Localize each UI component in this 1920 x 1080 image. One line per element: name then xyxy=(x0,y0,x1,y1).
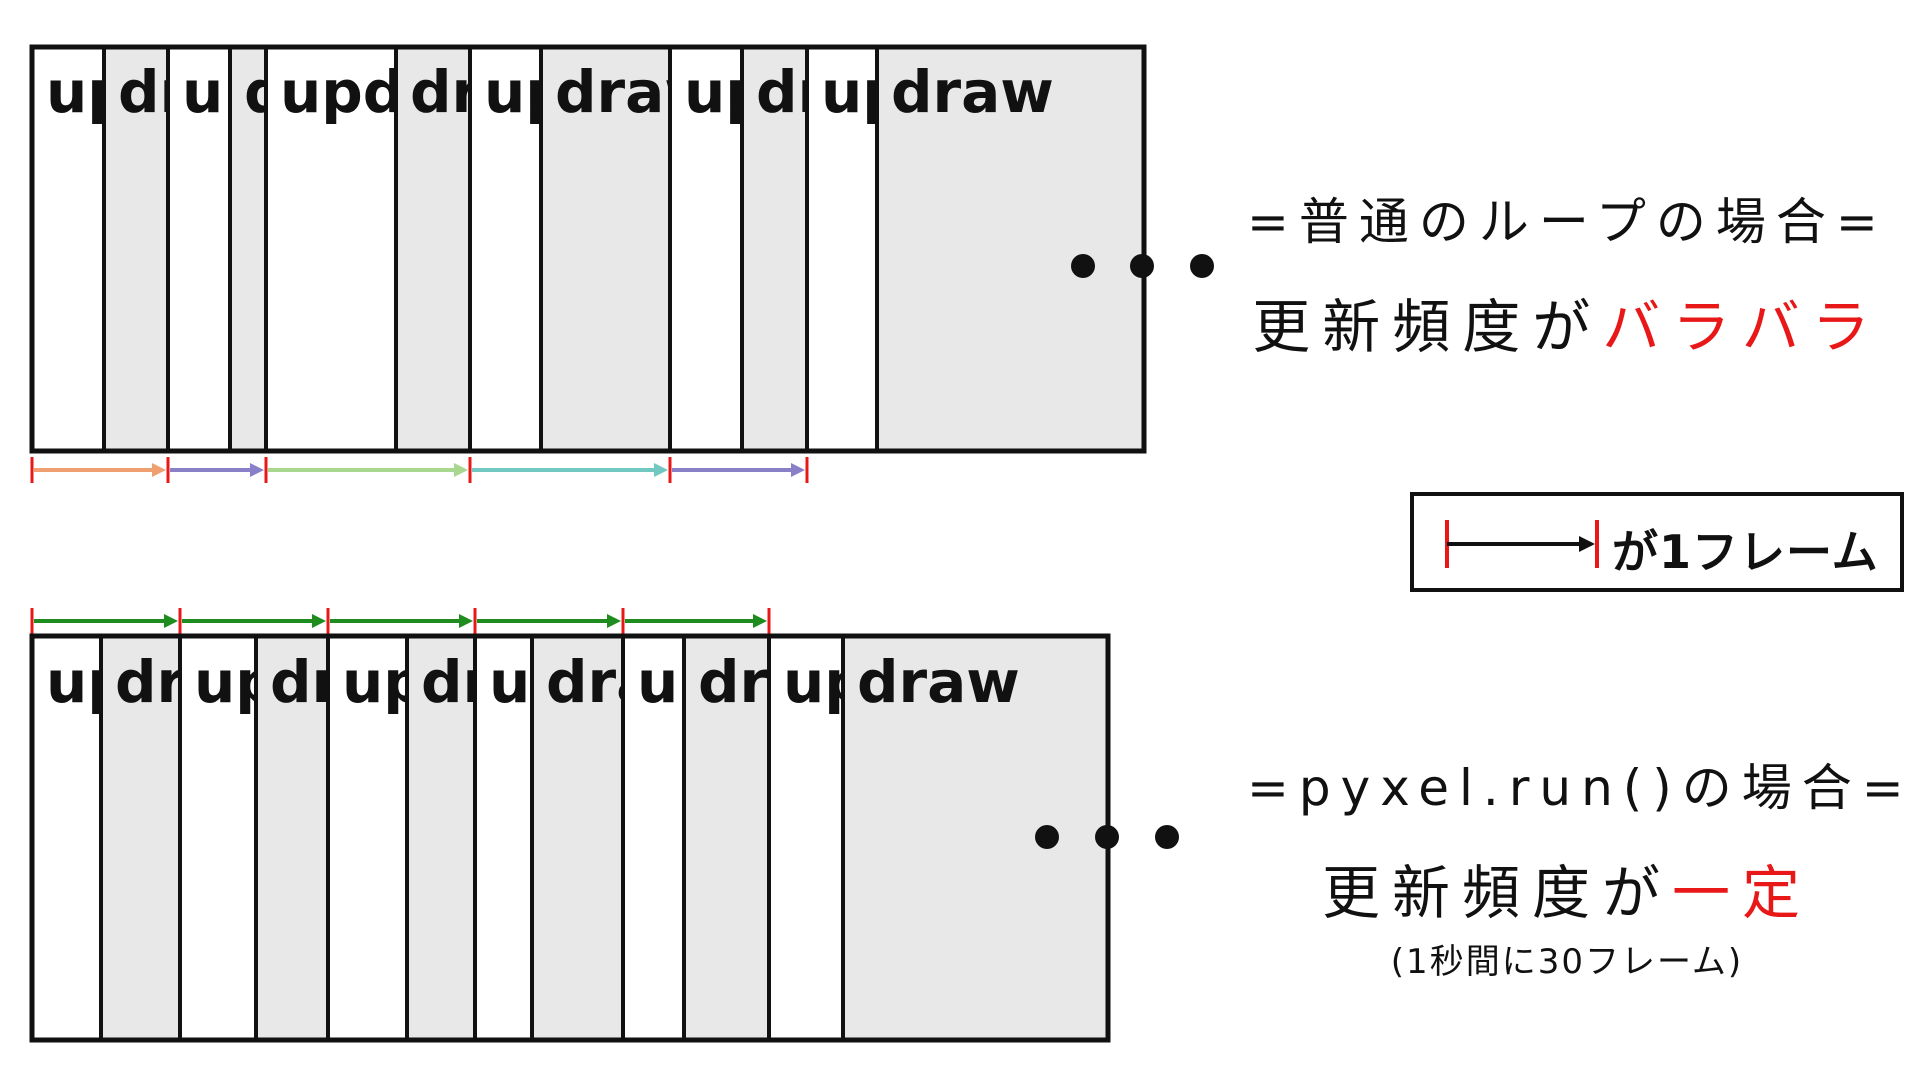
frame-arrow xyxy=(34,614,178,628)
ellipsis-dot xyxy=(1155,825,1179,849)
frame-arrow xyxy=(472,463,668,477)
ellipsis-dot xyxy=(1190,254,1214,278)
frame-arrow xyxy=(268,463,468,477)
draw-block: draw xyxy=(841,636,1108,1040)
update-label: update xyxy=(637,648,868,716)
ellipsis-dot xyxy=(1130,254,1154,278)
frame-arrow xyxy=(182,614,326,628)
update-label: update xyxy=(489,648,720,716)
pyxel-loop-note: =pyxel.run()の場合= 更新頻度が一定 (1秒間に30フレーム) xyxy=(1247,748,1914,983)
update-label: update xyxy=(182,58,413,126)
frame-arrow xyxy=(625,614,767,628)
draw-label: draw xyxy=(756,58,919,126)
draw-label: draw xyxy=(546,648,709,716)
frame-arrow xyxy=(34,463,166,477)
legend-label: が1フレーム xyxy=(1612,525,1879,579)
frequency-highlight: バラバラ xyxy=(1602,293,1882,361)
update-label: update xyxy=(783,648,1014,716)
draw-label: draw xyxy=(555,58,718,126)
draw-label: draw xyxy=(244,58,407,126)
frequency-prefix: 更新頻度が xyxy=(1252,293,1603,361)
legend-arrow-head xyxy=(1579,536,1595,552)
frame-arrow xyxy=(672,463,805,477)
update-label: update xyxy=(821,58,1052,126)
frame-arrow xyxy=(477,614,621,628)
frame-arrow xyxy=(170,463,264,477)
update-label: update xyxy=(684,58,915,126)
pyxel-loop-ellipsis xyxy=(1035,825,1179,849)
normal-loop-frequency: 更新頻度がバラバラ xyxy=(1247,280,1887,364)
ellipsis-dot xyxy=(1035,825,1059,849)
draw-label: draw xyxy=(421,648,584,716)
pyxel-loop-frequency: 更新頻度が一定 xyxy=(1247,846,1887,930)
draw-block: draw xyxy=(99,636,278,1040)
draw-block: draw xyxy=(682,636,861,1040)
draw-block: draw xyxy=(539,47,718,451)
update-block: update xyxy=(767,636,1014,1040)
draw-label: draw xyxy=(857,648,1020,716)
draw-block: draw xyxy=(740,47,919,451)
update-block: update xyxy=(468,47,715,451)
update-label: update xyxy=(194,648,425,716)
draw-label: draw xyxy=(118,58,281,126)
frame-arrow xyxy=(330,614,473,628)
update-block: update xyxy=(264,47,511,451)
draw-label: draw xyxy=(698,648,861,716)
draw-label: draw xyxy=(891,58,1054,126)
normal-loop-heading: =普通のループの場合= xyxy=(1247,193,1888,251)
draw-block: draw xyxy=(254,636,433,1040)
frequency-prefix: 更新頻度が xyxy=(1321,859,1672,927)
update-block: update xyxy=(473,636,720,1040)
update-label: update xyxy=(484,58,715,126)
update-label: update xyxy=(342,648,573,716)
update-block: update xyxy=(668,47,915,451)
draw-label: draw xyxy=(270,648,433,716)
pyxel-loop-timeline: updatedrawupdatedrawupdatedrawupdatedraw… xyxy=(29,608,1179,1043)
normal-loop-outline xyxy=(29,44,1147,454)
draw-block: draw xyxy=(530,636,709,1040)
normal-loop-timeline: updatedrawupdatedrawupdatedrawupdatedraw… xyxy=(29,44,1214,483)
draw-block: draw xyxy=(875,47,1144,451)
frame-legend: が1フレーム xyxy=(1410,492,1904,592)
normal-loop-ellipsis xyxy=(1071,254,1214,278)
draw-label: draw xyxy=(410,58,573,126)
draw-block: draw xyxy=(394,47,573,451)
update-label: update xyxy=(280,58,511,126)
frequency-highlight: 一定 xyxy=(1672,859,1813,927)
draw-label: draw xyxy=(115,648,278,716)
ellipsis-dot xyxy=(1071,254,1095,278)
pyxel-loop-heading: =pyxel.run()の場合= xyxy=(1247,759,1914,817)
update-label: update xyxy=(46,648,277,716)
normal-loop-note: =普通のループの場合= 更新頻度がバラバラ xyxy=(1247,182,1887,364)
pyxel-loop-subnote: (1秒間に30フレーム) xyxy=(1390,942,1744,982)
update-block: update xyxy=(805,47,1052,451)
update-label: update xyxy=(46,58,277,126)
ellipsis-dot xyxy=(1095,825,1119,849)
